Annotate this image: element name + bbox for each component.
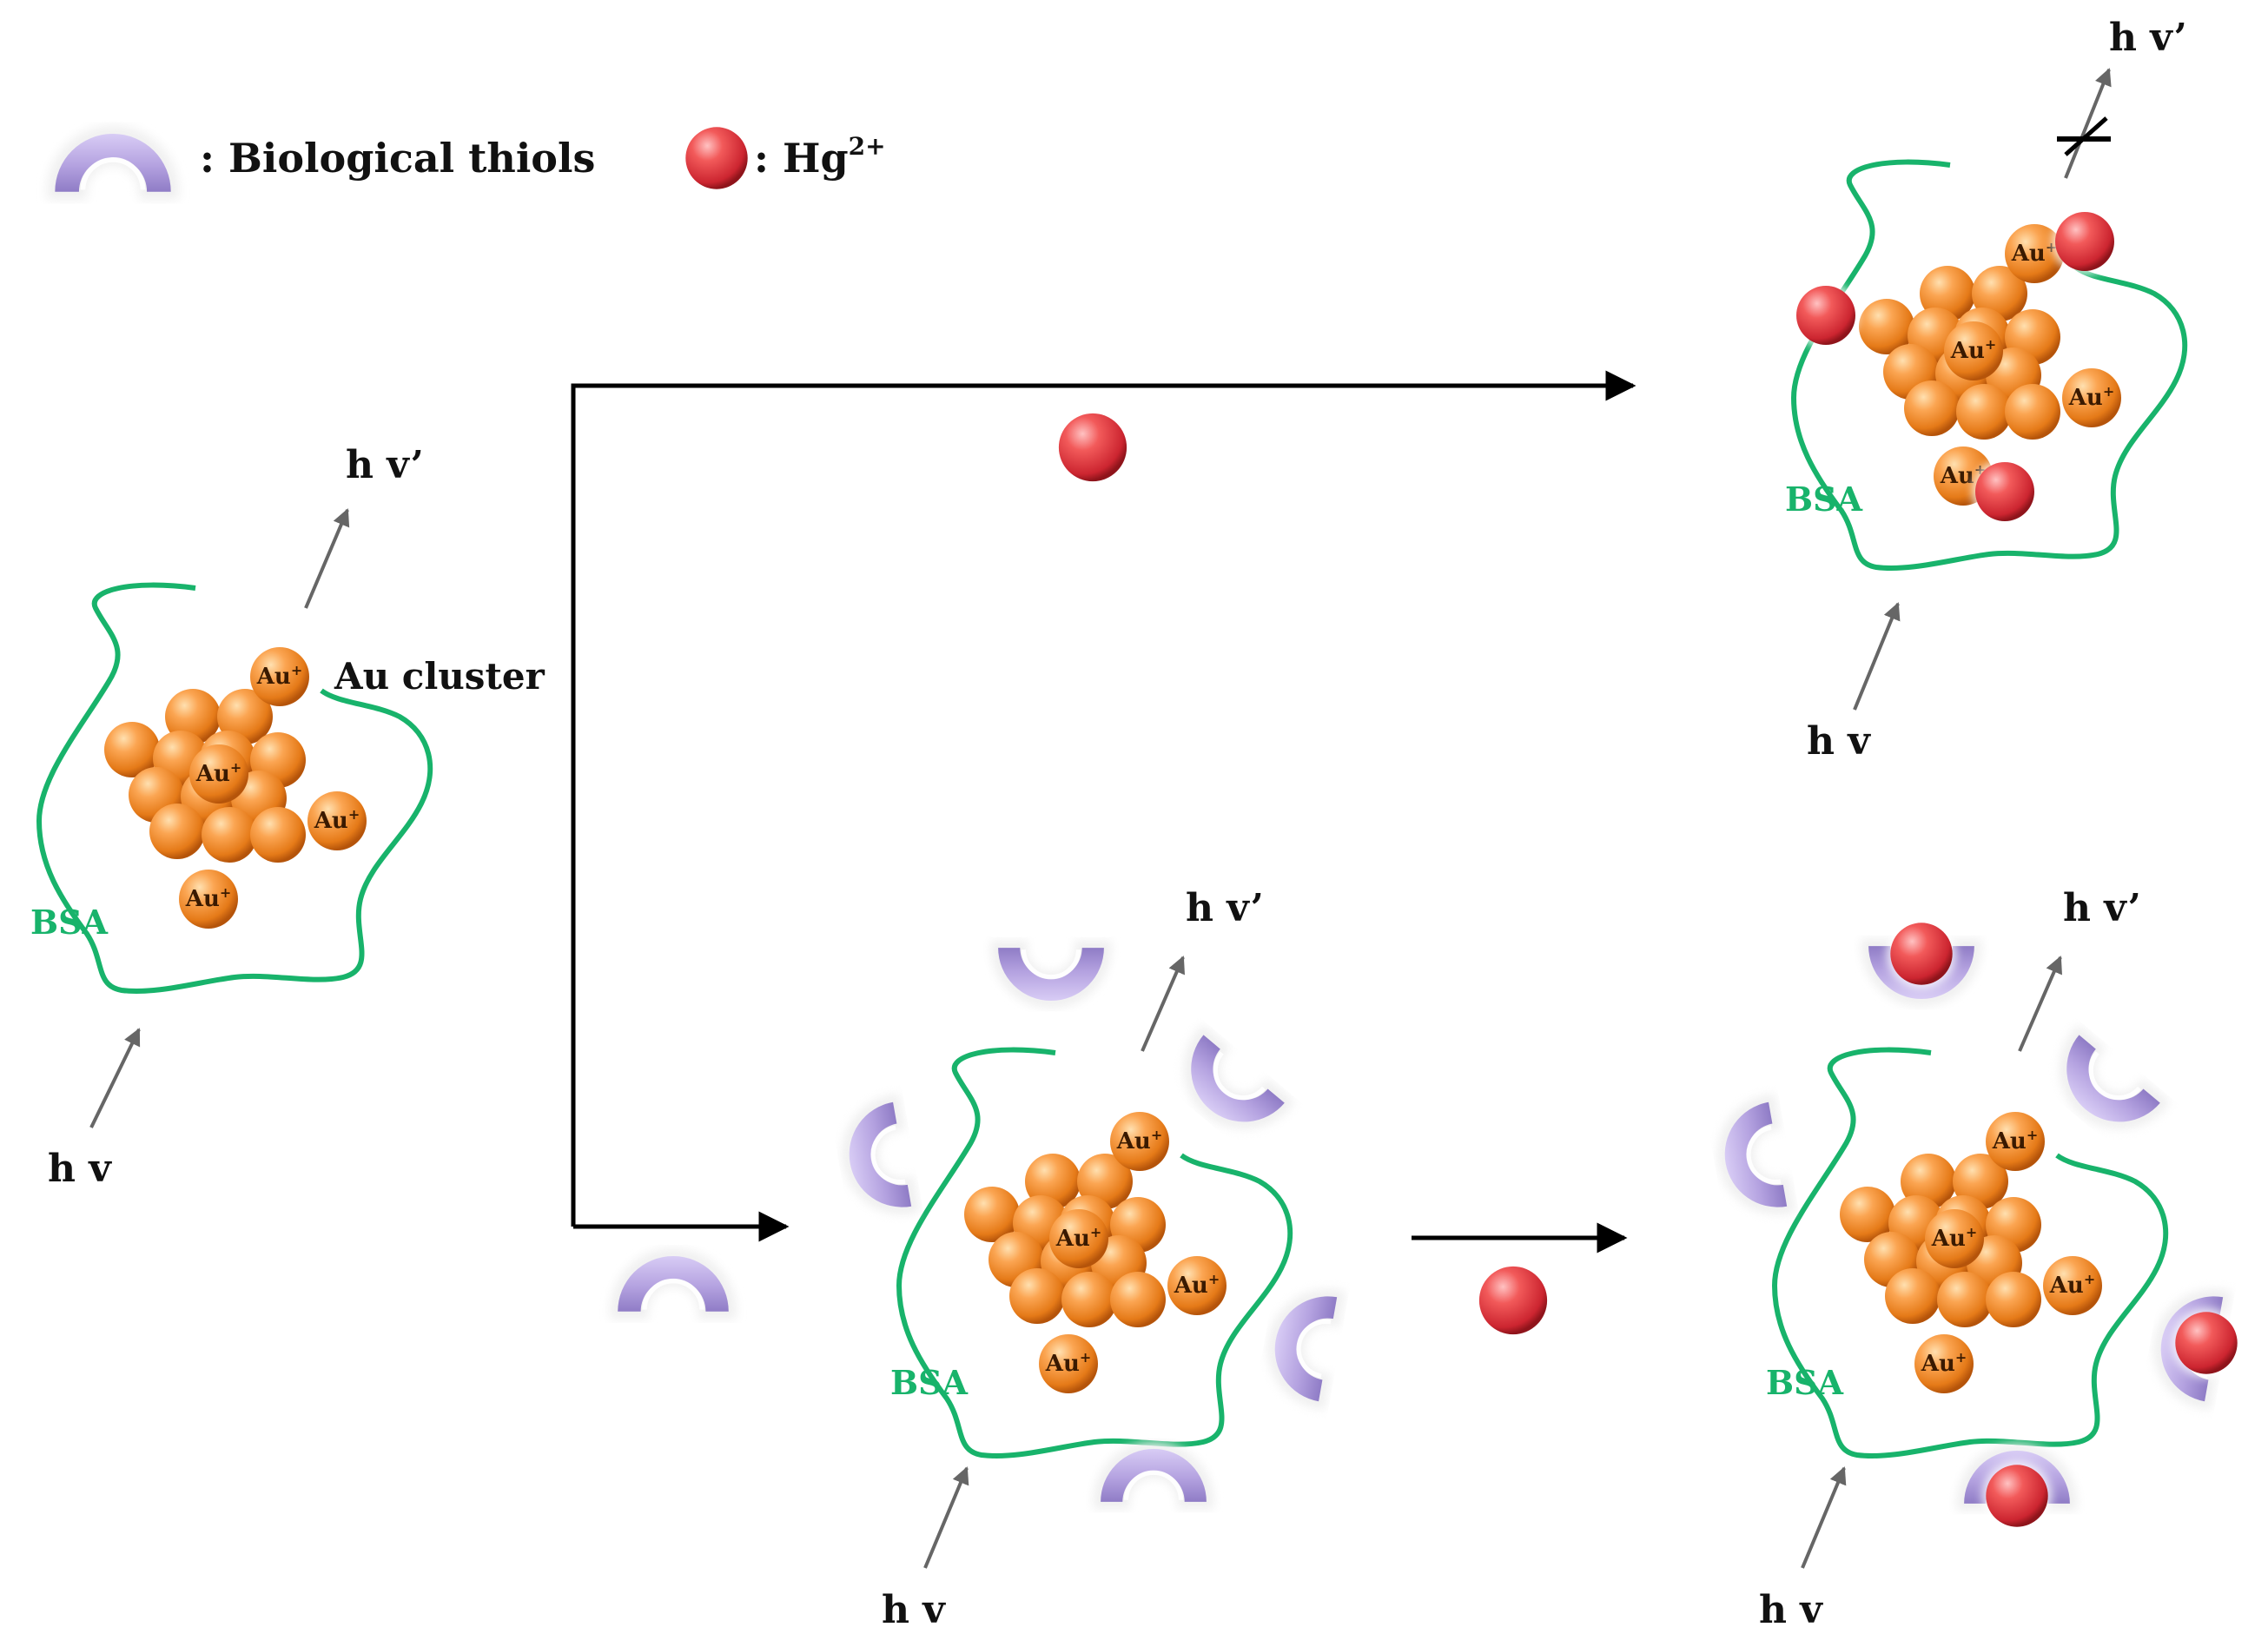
legend-thiol-label: : Biological thiols — [200, 135, 595, 182]
excitation-arrow-right — [1801, 1466, 1847, 1569]
svg-text:Au+: Au+ — [2049, 1271, 2095, 1299]
svg-text:Au+: Au+ — [1116, 1127, 1162, 1154]
cluster-left: Au+ Au+ Au+ Au+ BSA — [30, 585, 430, 991]
process-arrows — [571, 370, 1637, 1253]
cluster-thiol-hg: Au+ Au+ Au+ Au+ BSA — [1766, 1050, 2166, 1456]
excitation-arrow-left — [89, 1028, 141, 1128]
excitation-arrow-middle — [923, 1466, 969, 1569]
hv-in-right: h v — [1759, 1588, 1823, 1632]
legend: : Biological thiols : Hg2+ — [55, 123, 886, 193]
arrow-to-hg-product — [571, 370, 1637, 1227]
svg-text:Au+: Au+ — [1950, 336, 1996, 364]
au-cluster-label: Au cluster — [334, 655, 546, 698]
bsa-label-middle: BSA — [890, 1363, 969, 1402]
hv-in-middle: h v — [882, 1588, 946, 1632]
bsa-label-top: BSA — [1785, 480, 1863, 519]
svg-text:Au+: Au+ — [314, 806, 360, 834]
svg-text:Au+: Au+ — [2068, 383, 2114, 411]
svg-text:Au+: Au+ — [1055, 1224, 1101, 1252]
cluster-with-thiols: Au+ Au+ Au+ Au+ BSA — [890, 1050, 1290, 1456]
hg-legend-icon — [682, 123, 751, 193]
svg-text:Au+: Au+ — [195, 759, 241, 787]
svg-text:Au+: Au+ — [1992, 1127, 2038, 1154]
thiol-legend-icon — [55, 134, 170, 192]
thiol-reagent-bottom — [618, 1256, 729, 1312]
emission-arrow-middle — [1141, 956, 1185, 1052]
svg-text:Au+: Au+ — [256, 662, 302, 690]
bsa-label-left: BSA — [30, 903, 109, 942]
hv-in-top: h v — [1807, 719, 1871, 764]
hg-reagent-top — [1055, 409, 1130, 485]
svg-text:: Hg2+: : Hg2+ — [754, 132, 886, 182]
emission-arrow-blocked — [2064, 68, 2112, 179]
emission-arrow-right — [2018, 956, 2062, 1052]
bsa-label-right: BSA — [1766, 1363, 1844, 1402]
hv-out-left: h v’ — [346, 443, 424, 487]
hv-out-right: h v’ — [2063, 886, 2141, 930]
legend-hg-label: : Hg — [754, 135, 849, 182]
svg-text:Au+: Au+ — [185, 884, 231, 912]
excitation-arrow-top — [1853, 602, 1901, 711]
svg-text:Au+: Au+ — [1045, 1349, 1091, 1377]
hv-out-middle: h v’ — [1186, 886, 1264, 930]
hv-in-left: h v — [48, 1147, 112, 1191]
hg-reagent-right — [1475, 1262, 1551, 1338]
svg-text:Au+: Au+ — [1174, 1271, 1220, 1299]
emission-block-slash — [2064, 116, 2108, 156]
svg-text:Au+: Au+ — [1931, 1224, 1977, 1252]
emission-arrow-left — [304, 508, 350, 609]
svg-text:Au+: Au+ — [1921, 1349, 1967, 1377]
hv-out-top: h v’ — [2109, 16, 2187, 60]
cluster-hg-quenched: Au+ Au+ Au+ Au+ BSA — [1785, 162, 2185, 568]
legend-hg-charge: 2+ — [849, 132, 886, 161]
